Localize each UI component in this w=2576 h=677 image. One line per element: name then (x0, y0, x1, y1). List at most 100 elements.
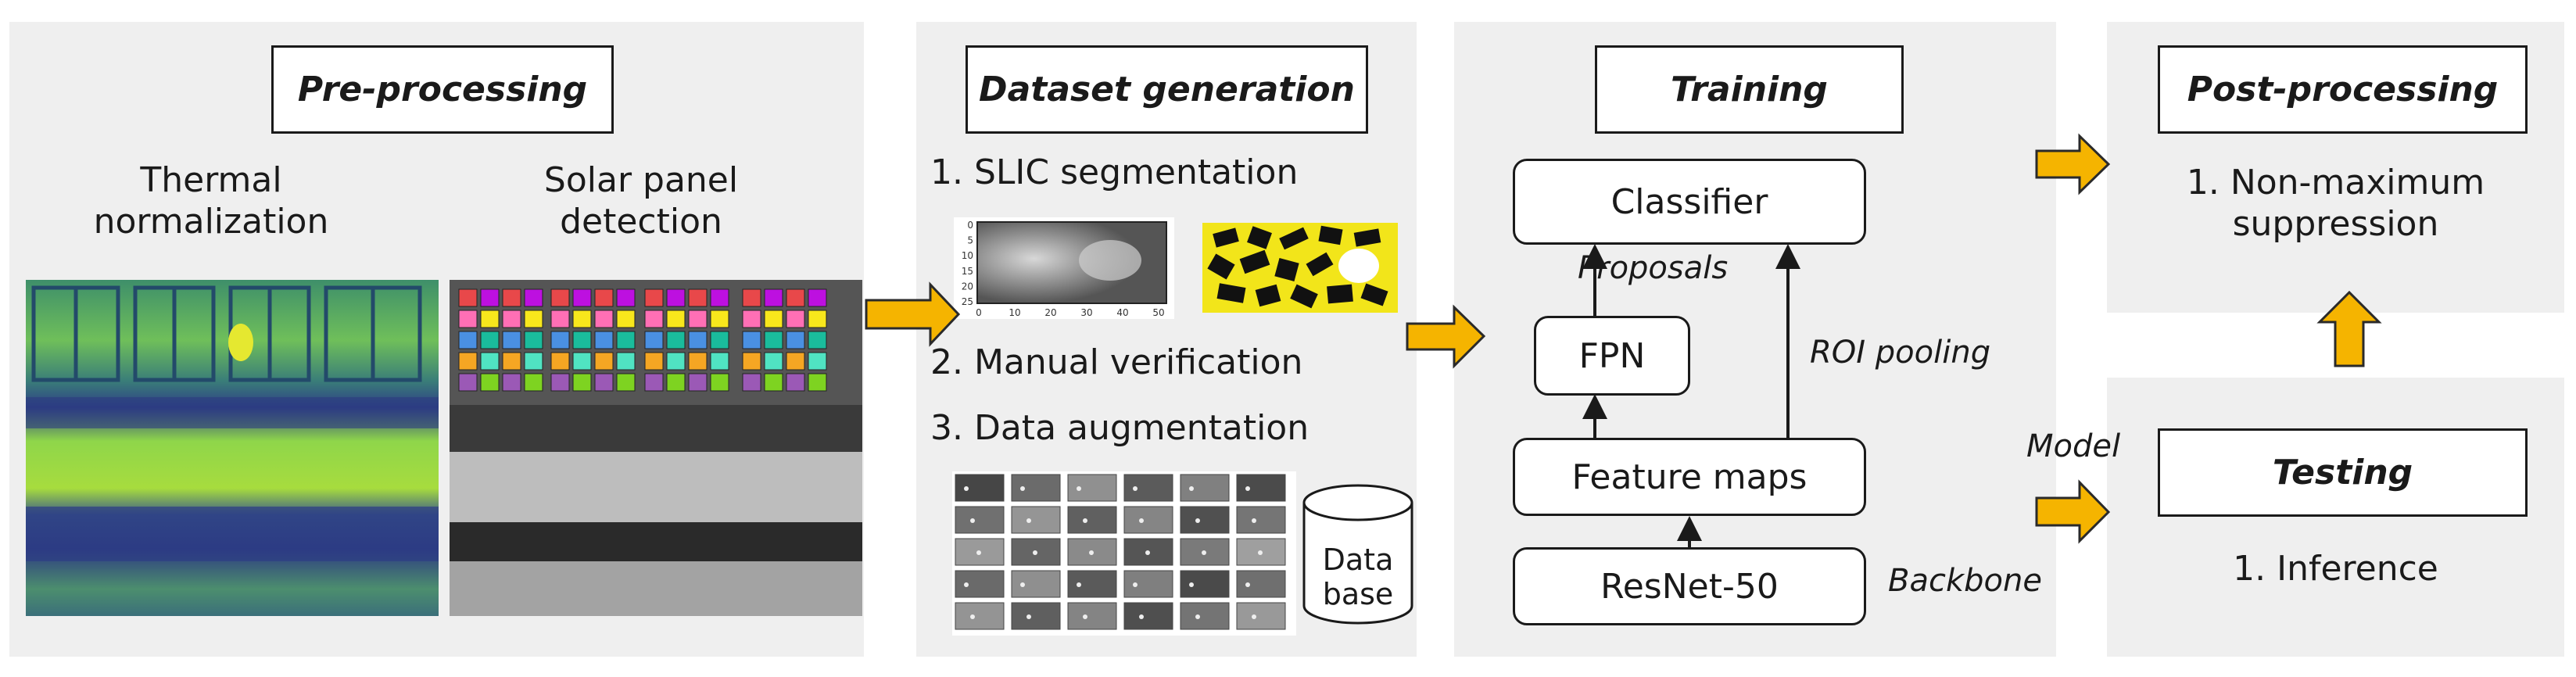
detected-panel-cell (458, 331, 478, 349)
thumbnail (1123, 474, 1173, 502)
postprocessing-title: Post-processing (2158, 45, 2528, 134)
detected-panel-cell (594, 310, 614, 328)
segmentation-mask (1202, 223, 1398, 313)
detected-panel-cell (572, 373, 592, 392)
detected-panel-cell (764, 288, 783, 307)
heatmap-ytick: 25 (962, 296, 973, 307)
detected-panel-cell (808, 288, 827, 307)
thumbnail (1180, 506, 1230, 534)
thumbnail (1011, 538, 1061, 566)
thumbnail (955, 474, 1005, 502)
augmentation-thumbnails (952, 471, 1296, 636)
thumbnail (1011, 570, 1061, 598)
detected-panel-cell (458, 310, 478, 328)
detected-panel-cell (644, 373, 664, 392)
detected-panel-cell (786, 310, 805, 328)
thumbnail (1123, 538, 1173, 566)
heatmap-ytick: 5 (967, 235, 973, 246)
detected-panel-cell (524, 331, 543, 349)
thumbnail (1236, 570, 1286, 598)
detected-panel-cell (666, 352, 686, 371)
detected-panel-cell (616, 331, 636, 349)
detected-panel-cell (524, 373, 543, 392)
thumbnail (1067, 538, 1117, 566)
thumbnail (1236, 538, 1286, 566)
heatmap-xtick: 10 (1009, 307, 1020, 318)
detected-panel-cell (524, 288, 543, 307)
thumbnail (1011, 602, 1061, 630)
detected-panel-cell (742, 352, 761, 371)
resnet-50-box: ResNet-50 (1513, 547, 1866, 625)
detected-panel-cell (550, 352, 570, 371)
detected-panel-cell (594, 352, 614, 371)
thumbnail (1236, 602, 1286, 630)
heatmap-ytick: 0 (967, 220, 973, 231)
detected-panel-cell (524, 310, 543, 328)
detected-panel-cell (572, 310, 592, 328)
thumbnail (955, 570, 1005, 598)
detected-panel-cell (458, 373, 478, 392)
detected-panel-cell (644, 310, 664, 328)
detected-panel-cell (458, 352, 478, 371)
detected-panel-cell (666, 331, 686, 349)
detected-panel-cell (550, 310, 570, 328)
thumbnail (1236, 506, 1286, 534)
dataset-generation-title: Dataset generation (966, 45, 1368, 134)
thermal-normalization-label: Thermal normalization (93, 160, 329, 242)
detected-panel-cell (764, 373, 783, 392)
detected-panel-cell (572, 352, 592, 371)
thumbnail (1067, 506, 1117, 534)
nms-step: 1. Non-maximum suppression (2186, 163, 2485, 244)
heatmap-xtick: 20 (1044, 307, 1056, 318)
thumbnail (1067, 602, 1117, 630)
detected-panel-cell (666, 288, 686, 307)
thumbnail (1123, 602, 1173, 630)
heatmap-xtick: 0 (976, 307, 982, 318)
detected-panel-cell (786, 373, 805, 392)
thumbnail (1180, 538, 1230, 566)
detected-panel-cell (480, 310, 500, 328)
inference-step: 1. Inference (2233, 549, 2438, 589)
detected-panel-cell (594, 331, 614, 349)
detected-panel-cell (644, 352, 664, 371)
testing-panel (2107, 378, 2564, 657)
detected-panel-cell (550, 373, 570, 392)
detected-panel-cell (764, 331, 783, 349)
thumbnail (1011, 506, 1061, 534)
detected-panel-cell (808, 373, 827, 392)
step-slic-segmentation: 1. SLIC segmentation (930, 152, 1299, 192)
detected-panel-cell (480, 331, 500, 349)
detected-panel-cell (688, 352, 708, 371)
detected-panel-cell (572, 288, 592, 307)
thumbnail (1180, 602, 1230, 630)
step-data-augmentation: 3. Data augmentation (930, 408, 1309, 448)
detected-panel-cell (480, 373, 500, 392)
detected-panel-cell (710, 373, 729, 392)
detected-panel-cell (644, 331, 664, 349)
detected-panel-cell (688, 310, 708, 328)
detected-panel-cell (710, 288, 729, 307)
training-title: Training (1595, 45, 1904, 134)
detected-panel-cell (572, 331, 592, 349)
detected-panel-cell (524, 352, 543, 371)
thumbnail (1011, 474, 1061, 502)
detected-panel-cell (786, 331, 805, 349)
detected-panel-cell (480, 352, 500, 371)
roi-pooling-label: ROI pooling (1810, 335, 1991, 371)
detected-panel-cell (710, 352, 729, 371)
detected-panel-cell (616, 352, 636, 371)
thumbnail (1123, 570, 1173, 598)
detected-panel-cell (710, 310, 729, 328)
database-cylinder (1302, 484, 1413, 625)
thumbnail (955, 538, 1005, 566)
detected-panel-cell (616, 373, 636, 392)
detected-panel-cell (688, 288, 708, 307)
detected-panel-cell (616, 288, 636, 307)
thumbnail (1067, 474, 1117, 502)
heatmap-ytick: 20 (962, 281, 973, 292)
thumbnail (1123, 506, 1173, 534)
fpn-box: FPN (1534, 316, 1690, 396)
thumbnail (1236, 474, 1286, 502)
detected-panel-cell (710, 331, 729, 349)
feature-maps-box: Feature maps (1513, 438, 1866, 516)
